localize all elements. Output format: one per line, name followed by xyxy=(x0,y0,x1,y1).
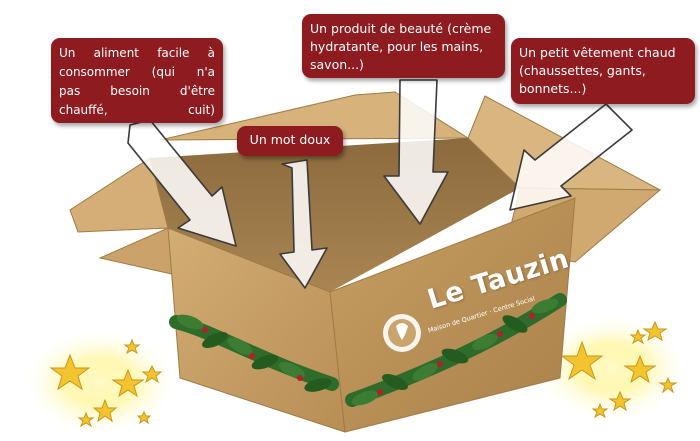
box-right-face xyxy=(329,197,576,433)
right-sparkle-glow xyxy=(532,313,692,423)
left-sparkle-glow xyxy=(20,327,180,437)
arrow-kind-word xyxy=(279,159,328,289)
stars-left xyxy=(49,338,163,428)
callout-beauty: Un produit de beauté (crème hydratante, … xyxy=(302,14,505,78)
box-back-flap xyxy=(159,91,470,141)
holly-garland-left xyxy=(169,314,339,392)
box-left-flap xyxy=(69,157,169,233)
stars-right xyxy=(560,320,678,419)
arrow-clothing xyxy=(509,103,633,211)
callout-clothing: Un petit vêtement chaud (chaussettes, ga… xyxy=(511,38,695,104)
holly-garland-right xyxy=(345,293,567,407)
callout-kind-word: Un mot doux xyxy=(237,126,343,156)
callout-food: Un aliment facile à consommer (qui n'a p… xyxy=(51,38,223,123)
arrow-beauty xyxy=(383,79,449,225)
logo-badge xyxy=(383,314,421,352)
arrow-food xyxy=(127,119,237,247)
